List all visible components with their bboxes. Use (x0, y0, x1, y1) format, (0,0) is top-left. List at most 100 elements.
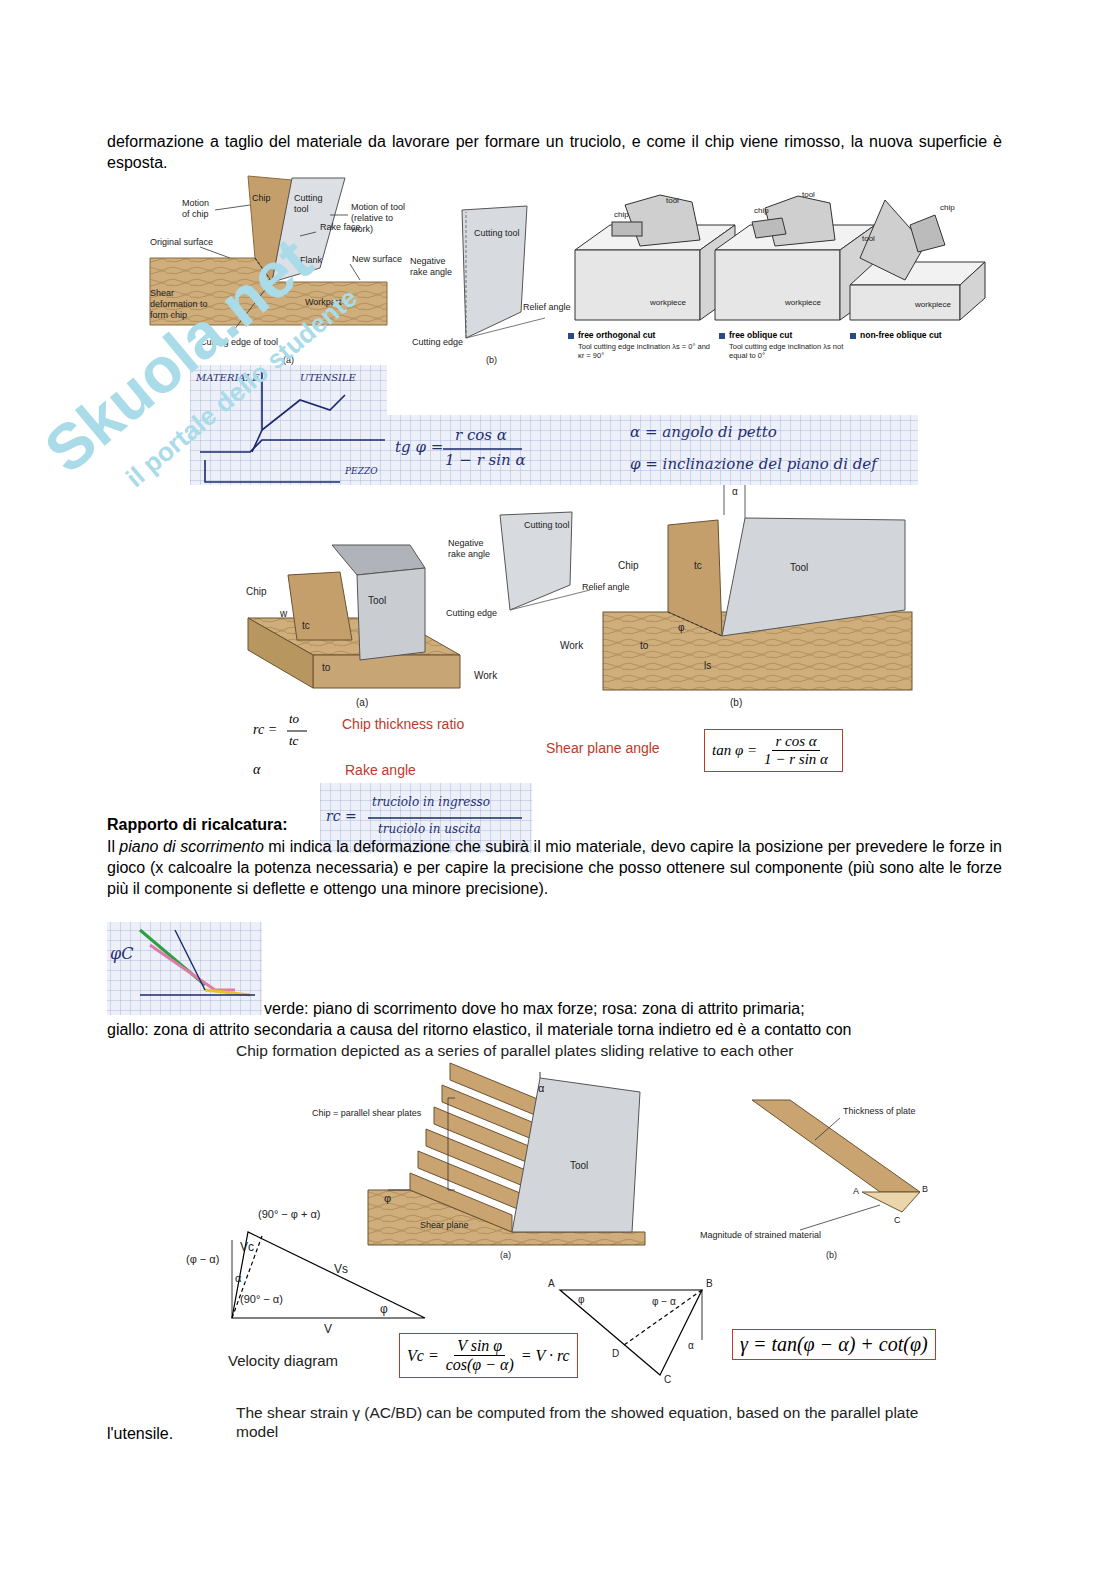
figure-label: Cutting tool (524, 520, 570, 531)
figure-label: (a) (500, 1250, 511, 1261)
figure-label: Motion of chip (182, 198, 218, 220)
figure-label: to (640, 640, 648, 652)
figure-label: truciolo in uscita (378, 822, 481, 836)
handwritten-formula (107, 783, 532, 1015)
figure-label: Original surface (150, 237, 213, 248)
figure-label: Rake angle (345, 762, 416, 779)
figure-label: C (894, 1215, 901, 1226)
figure-label: V (324, 1322, 332, 1336)
figure-label: α (235, 1272, 241, 1285)
figure-label: B (706, 1278, 713, 1290)
figure-label: Chip (618, 560, 639, 572)
figure-label: l'utensile. (107, 1423, 173, 1444)
figure-label: Relief angle (523, 302, 571, 313)
figure-label: tc (289, 733, 298, 749)
figure-label: chip (614, 210, 629, 220)
cutting-model-figure (248, 485, 912, 731)
figure-label: Chip (252, 193, 271, 204)
figure-label: Cutting tool (474, 228, 520, 239)
figure-label: α (538, 1082, 544, 1095)
formula-text: γ = tan(φ − α) + cot(φ) (740, 1333, 928, 1356)
figure-label: φ = inclinazione del piano di def (630, 455, 877, 473)
figure-label: Vc (240, 1240, 254, 1254)
parallel-plates-figure (368, 1063, 920, 1245)
figure-label: φ (384, 1192, 391, 1205)
figure-label: φ (578, 1294, 584, 1306)
figure-label: (a) (356, 697, 368, 709)
figure-label: Shear plane (420, 1220, 469, 1231)
figure-label: α (732, 486, 738, 498)
figure-label: A (853, 1186, 859, 1197)
fraction: r cos α1 − r sin α (761, 733, 831, 768)
figure-label: Tool (790, 562, 808, 574)
figure-label: φC (110, 944, 133, 963)
figure-label: tool (802, 190, 815, 200)
figure-label: Shear plane angle (546, 740, 660, 757)
figure-label: Negative rake angle (410, 256, 460, 278)
figure-label: workpiece (785, 298, 821, 308)
figure-label: Rake face (320, 222, 361, 233)
formula-box: γ = tan(φ − α) + cot(φ) (732, 1329, 936, 1360)
figure-label: Cutting tool (294, 193, 328, 215)
figure-label: Relief angle (582, 582, 630, 593)
figure-label: Vs (334, 1262, 348, 1276)
figure-label: φ (678, 622, 684, 634)
figure-label: New surface (352, 254, 402, 265)
figure-label: w (280, 608, 287, 620)
figure-label: (φ − α) (186, 1253, 219, 1266)
figure-label: workpiece (650, 298, 686, 308)
denominator: cos(φ − α) (443, 1356, 517, 1374)
figure-label: C (664, 1374, 671, 1386)
figure-label: The shear strain γ (AC/BD) can be comput… (236, 1404, 956, 1441)
figure-label: non-free oblique cut (860, 330, 942, 340)
figure-label: Work (474, 670, 497, 682)
figure-label: free oblique cut (729, 330, 792, 340)
figure-label: tc (302, 620, 310, 632)
figure-label: chip (754, 206, 769, 216)
paragraph: deformazione a taglio del materiale da l… (107, 131, 1002, 173)
figure-label: Chip (246, 586, 267, 598)
figure-label: (90° − α) (240, 1293, 283, 1306)
figure-label: tool (666, 196, 679, 206)
formula-rhs: = V · rc (521, 1347, 570, 1365)
figure-label: Tool (368, 595, 386, 607)
cut-types-figure (568, 195, 985, 339)
figure-label: φ (380, 1302, 388, 1316)
figure-label: Velocity diagram (228, 1352, 338, 1370)
figure-label: Chip thickness ratio (342, 716, 464, 733)
figure-label: A (548, 1278, 555, 1290)
figure-label: Negative rake angle (448, 538, 500, 560)
figure-label: rc = (253, 722, 277, 739)
figure-label: tg φ = (395, 438, 443, 456)
figure-label: (b) (486, 355, 497, 366)
figure-label: B (922, 1184, 928, 1195)
figure-label: Cutting edge (446, 608, 497, 619)
figure-label: Thickness of plate (843, 1106, 916, 1117)
figure-label: PEZZO (345, 466, 378, 477)
figure-label: giallo: zona di attrito secondaria a cau… (107, 1019, 851, 1040)
figure-label: to (289, 711, 299, 727)
figure-label: 1 − r sin α (445, 451, 526, 469)
figure-label: (90° − φ + α) (258, 1208, 321, 1221)
figure-label: Cutting edge (412, 337, 463, 348)
formula-lhs: Vc = (407, 1347, 439, 1365)
numerator: V sin φ (454, 1337, 505, 1356)
figure-label: to (322, 662, 330, 674)
figure-label: D (612, 1348, 619, 1360)
figure-label: UTENSILE (300, 372, 356, 384)
figure-label: r cos α (455, 426, 507, 444)
figure-label: α = angolo di petto (630, 423, 777, 441)
paragraph-text: Il (107, 838, 115, 855)
paragraph: Ilpiano di scorrimentomi indica la defor… (107, 836, 1002, 899)
figure-label: Tool cutting edge inclination λs = 0° an… (578, 342, 713, 360)
figure-label: truciolo in ingresso (372, 795, 490, 809)
figure-label: Chip = parallel shear plates (312, 1108, 421, 1119)
figure-label: chip (940, 203, 955, 213)
paragraph-text: piano di scorrimento (119, 838, 264, 855)
figure-label: φ − α (652, 1296, 676, 1308)
figure-label: Rapporto di ricalcatura: (107, 815, 287, 834)
denominator: 1 − r sin α (761, 751, 831, 768)
handwritten-sketch (190, 365, 918, 485)
figure-label: α (253, 762, 260, 779)
fraction: V sin φcos(φ − α) (443, 1337, 517, 1374)
